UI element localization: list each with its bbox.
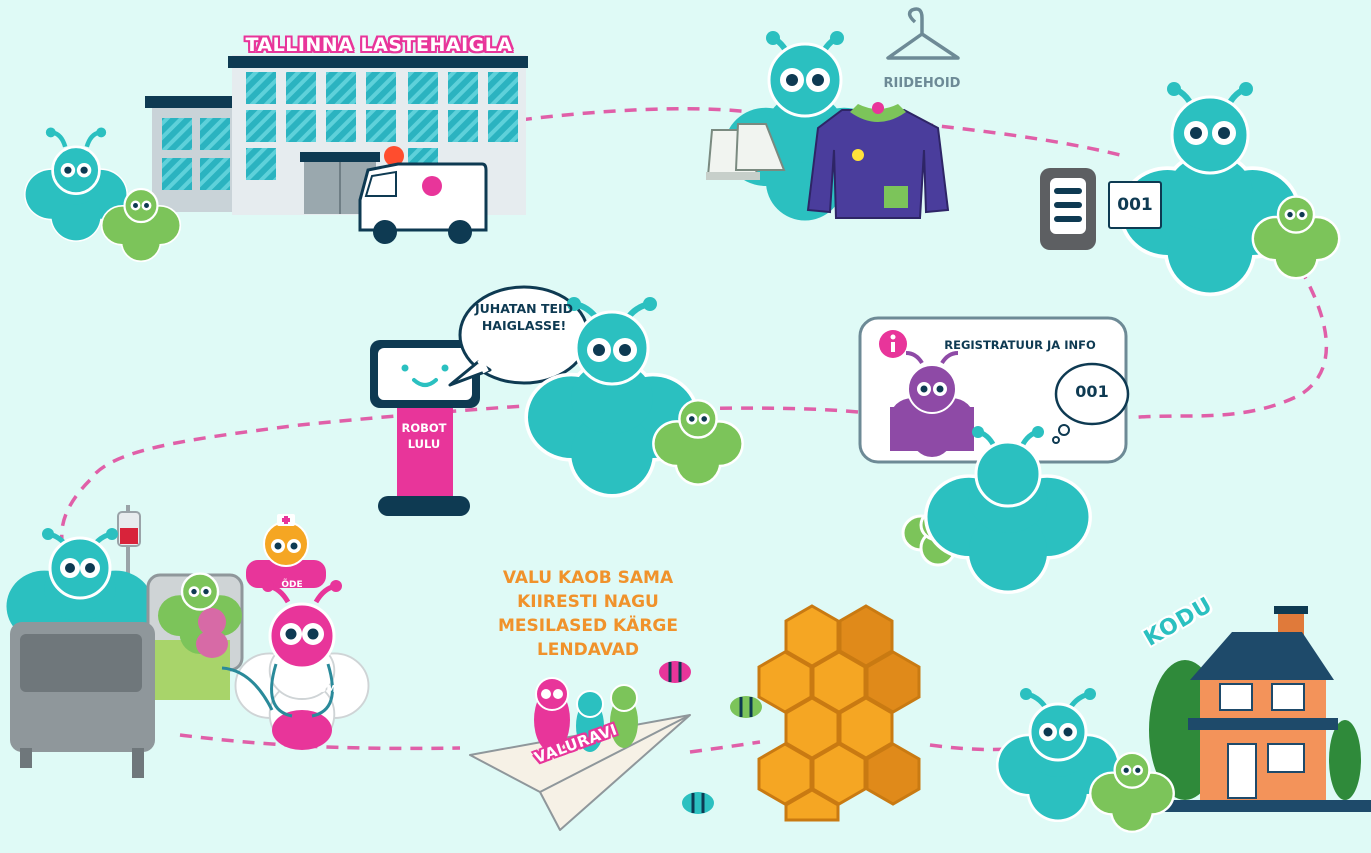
character-green-robot [655, 399, 742, 483]
ambulance-icon [358, 162, 488, 244]
character-teal-bed [6, 528, 154, 674]
character-green-small [100, 187, 182, 263]
hospital-building [145, 55, 528, 215]
teddy-bear-icon [196, 608, 228, 658]
paper-plane-icon [469, 677, 691, 831]
character-teal-home [999, 688, 1118, 820]
iv-drip-icon [117, 505, 141, 640]
cloakroom-label: RIIDEHOID [883, 76, 961, 91]
character-green-bed [158, 572, 242, 654]
character-green-ticket [1254, 195, 1338, 277]
honeycomb-icon [757, 604, 921, 822]
jacket-icon [806, 102, 950, 219]
pain-relief-text: VALU KAOB SAMA KIIRESTI NAGU MESILASED K… [498, 568, 678, 660]
character-teal-cloakroom [724, 31, 886, 221]
character-teal-ticket [1123, 82, 1298, 293]
reception-queue-number: 001 [1075, 382, 1109, 401]
nurse-label: ÕDE [281, 580, 303, 590]
journey-path [60, 106, 1329, 754]
hanger-icon [886, 7, 960, 60]
sneakers-icon [706, 123, 786, 180]
reception-label: REGISTRATUUR JA INFO [944, 338, 1096, 352]
robot-lulu [370, 340, 480, 516]
character-teal-robot [528, 297, 696, 494]
bee-icon [659, 661, 762, 814]
ticket-machine-icon [1040, 168, 1096, 250]
character-green-home [1091, 751, 1172, 831]
hospital-title: TALLINNA LASTEHAIGLA [245, 34, 513, 56]
house-icon [1149, 606, 1371, 812]
queue-ticket: 001 [1108, 181, 1162, 229]
character-teal-reception [901, 426, 1089, 591]
robot-speech-text: JUHATAN TEID HAIGLASSE! [474, 301, 574, 333]
nurse-character [246, 514, 326, 588]
doctor-character [221, 580, 370, 750]
reception-panel [858, 316, 1130, 464]
doctor-label: dr MUMM [294, 684, 346, 695]
speech-bubble-icon [448, 285, 590, 387]
robot-name-label: ROBOT LULU [401, 421, 447, 451]
character-teal-big [24, 127, 128, 242]
